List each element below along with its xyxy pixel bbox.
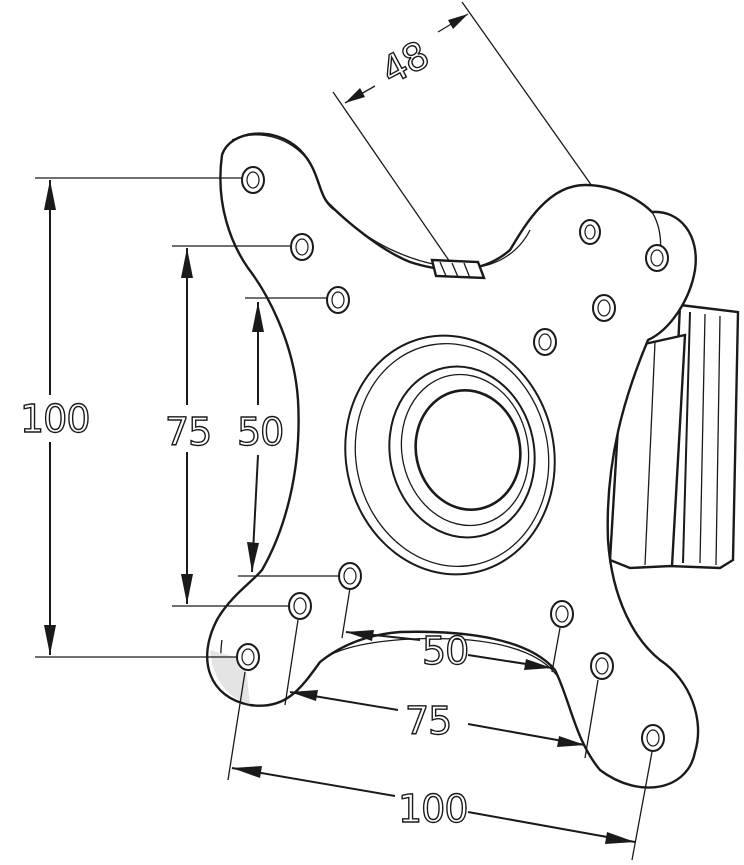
hole-75-top-left [290, 233, 314, 261]
hole-100-top-left [241, 166, 265, 194]
dimension-label-100-vertical: 100 [20, 397, 90, 441]
hole-100-bottom-right [641, 724, 665, 752]
dimension-label-75-vertical: 75 [165, 410, 211, 454]
dimension-75-vertical: 75 [164, 245, 290, 607]
hole-50-bottom-left [338, 562, 362, 590]
dimension-75-horizontal: 75 [284, 619, 599, 759]
hole-50-top-left [326, 286, 350, 314]
dimension-100-horizontal: 100 [227, 671, 653, 861]
dimension-50-horizontal: 50 [341, 587, 561, 674]
dimension-label-75-horizontal: 75 [405, 699, 451, 743]
hole-50-bottom-right [550, 600, 574, 628]
dimension-50-vertical: 50 [236, 297, 340, 577]
dimension-label-48: 48 [374, 33, 436, 94]
dimension-100-vertical: 100 [19, 177, 242, 658]
hole-50-top-right-a [592, 294, 616, 322]
hole-75-bottom-right [590, 652, 614, 680]
dimension-label-50-vertical: 50 [237, 410, 283, 454]
hole-100-top-right [645, 244, 669, 272]
mounting-holes [236, 166, 669, 752]
hole-50-top-right-b [533, 328, 557, 356]
hole-75-top-right [579, 219, 601, 245]
center-boss [344, 334, 556, 576]
hole-75-bottom-left [288, 592, 312, 620]
top-hinge-tab [430, 258, 486, 280]
hole-100-bottom-left [236, 643, 260, 671]
dimension-label-100-horizontal: 100 [398, 787, 468, 831]
dimension-label-50-horizontal: 50 [422, 629, 468, 673]
